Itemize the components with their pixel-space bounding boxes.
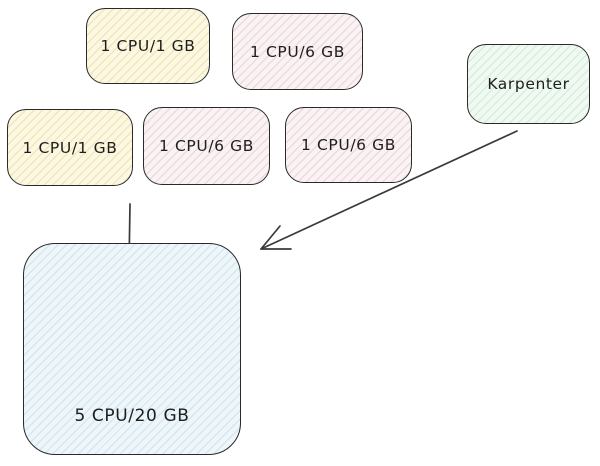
karpenter-label: Karpenter — [487, 75, 570, 93]
karpenter-box: Karpenter — [467, 44, 590, 124]
node-box-5cpu-20gb: 5 CPU/20 GB — [23, 243, 241, 455]
node-label: 5 CPU/20 GB — [74, 406, 190, 426]
pod-box-1cpu-1gb-top: 1 CPU/1 GB — [86, 8, 210, 84]
pod-box-1cpu-6gb-mid-right: 1 CPU/6 GB — [285, 107, 412, 183]
pod-label: 1 CPU/6 GB — [159, 137, 254, 155]
pod-label: 1 CPU/6 GB — [250, 42, 345, 61]
pod-label: 1 CPU/6 GB — [301, 136, 396, 154]
pod-box-1cpu-6gb-mid-left: 1 CPU/6 GB — [143, 107, 270, 185]
pod-label: 1 CPU/1 GB — [22, 138, 118, 157]
pod-box-1cpu-1gb-mid: 1 CPU/1 GB — [7, 109, 133, 186]
pod-label: 1 CPU/1 GB — [100, 37, 196, 55]
pod-box-1cpu-6gb-top: 1 CPU/6 GB — [232, 13, 363, 90]
